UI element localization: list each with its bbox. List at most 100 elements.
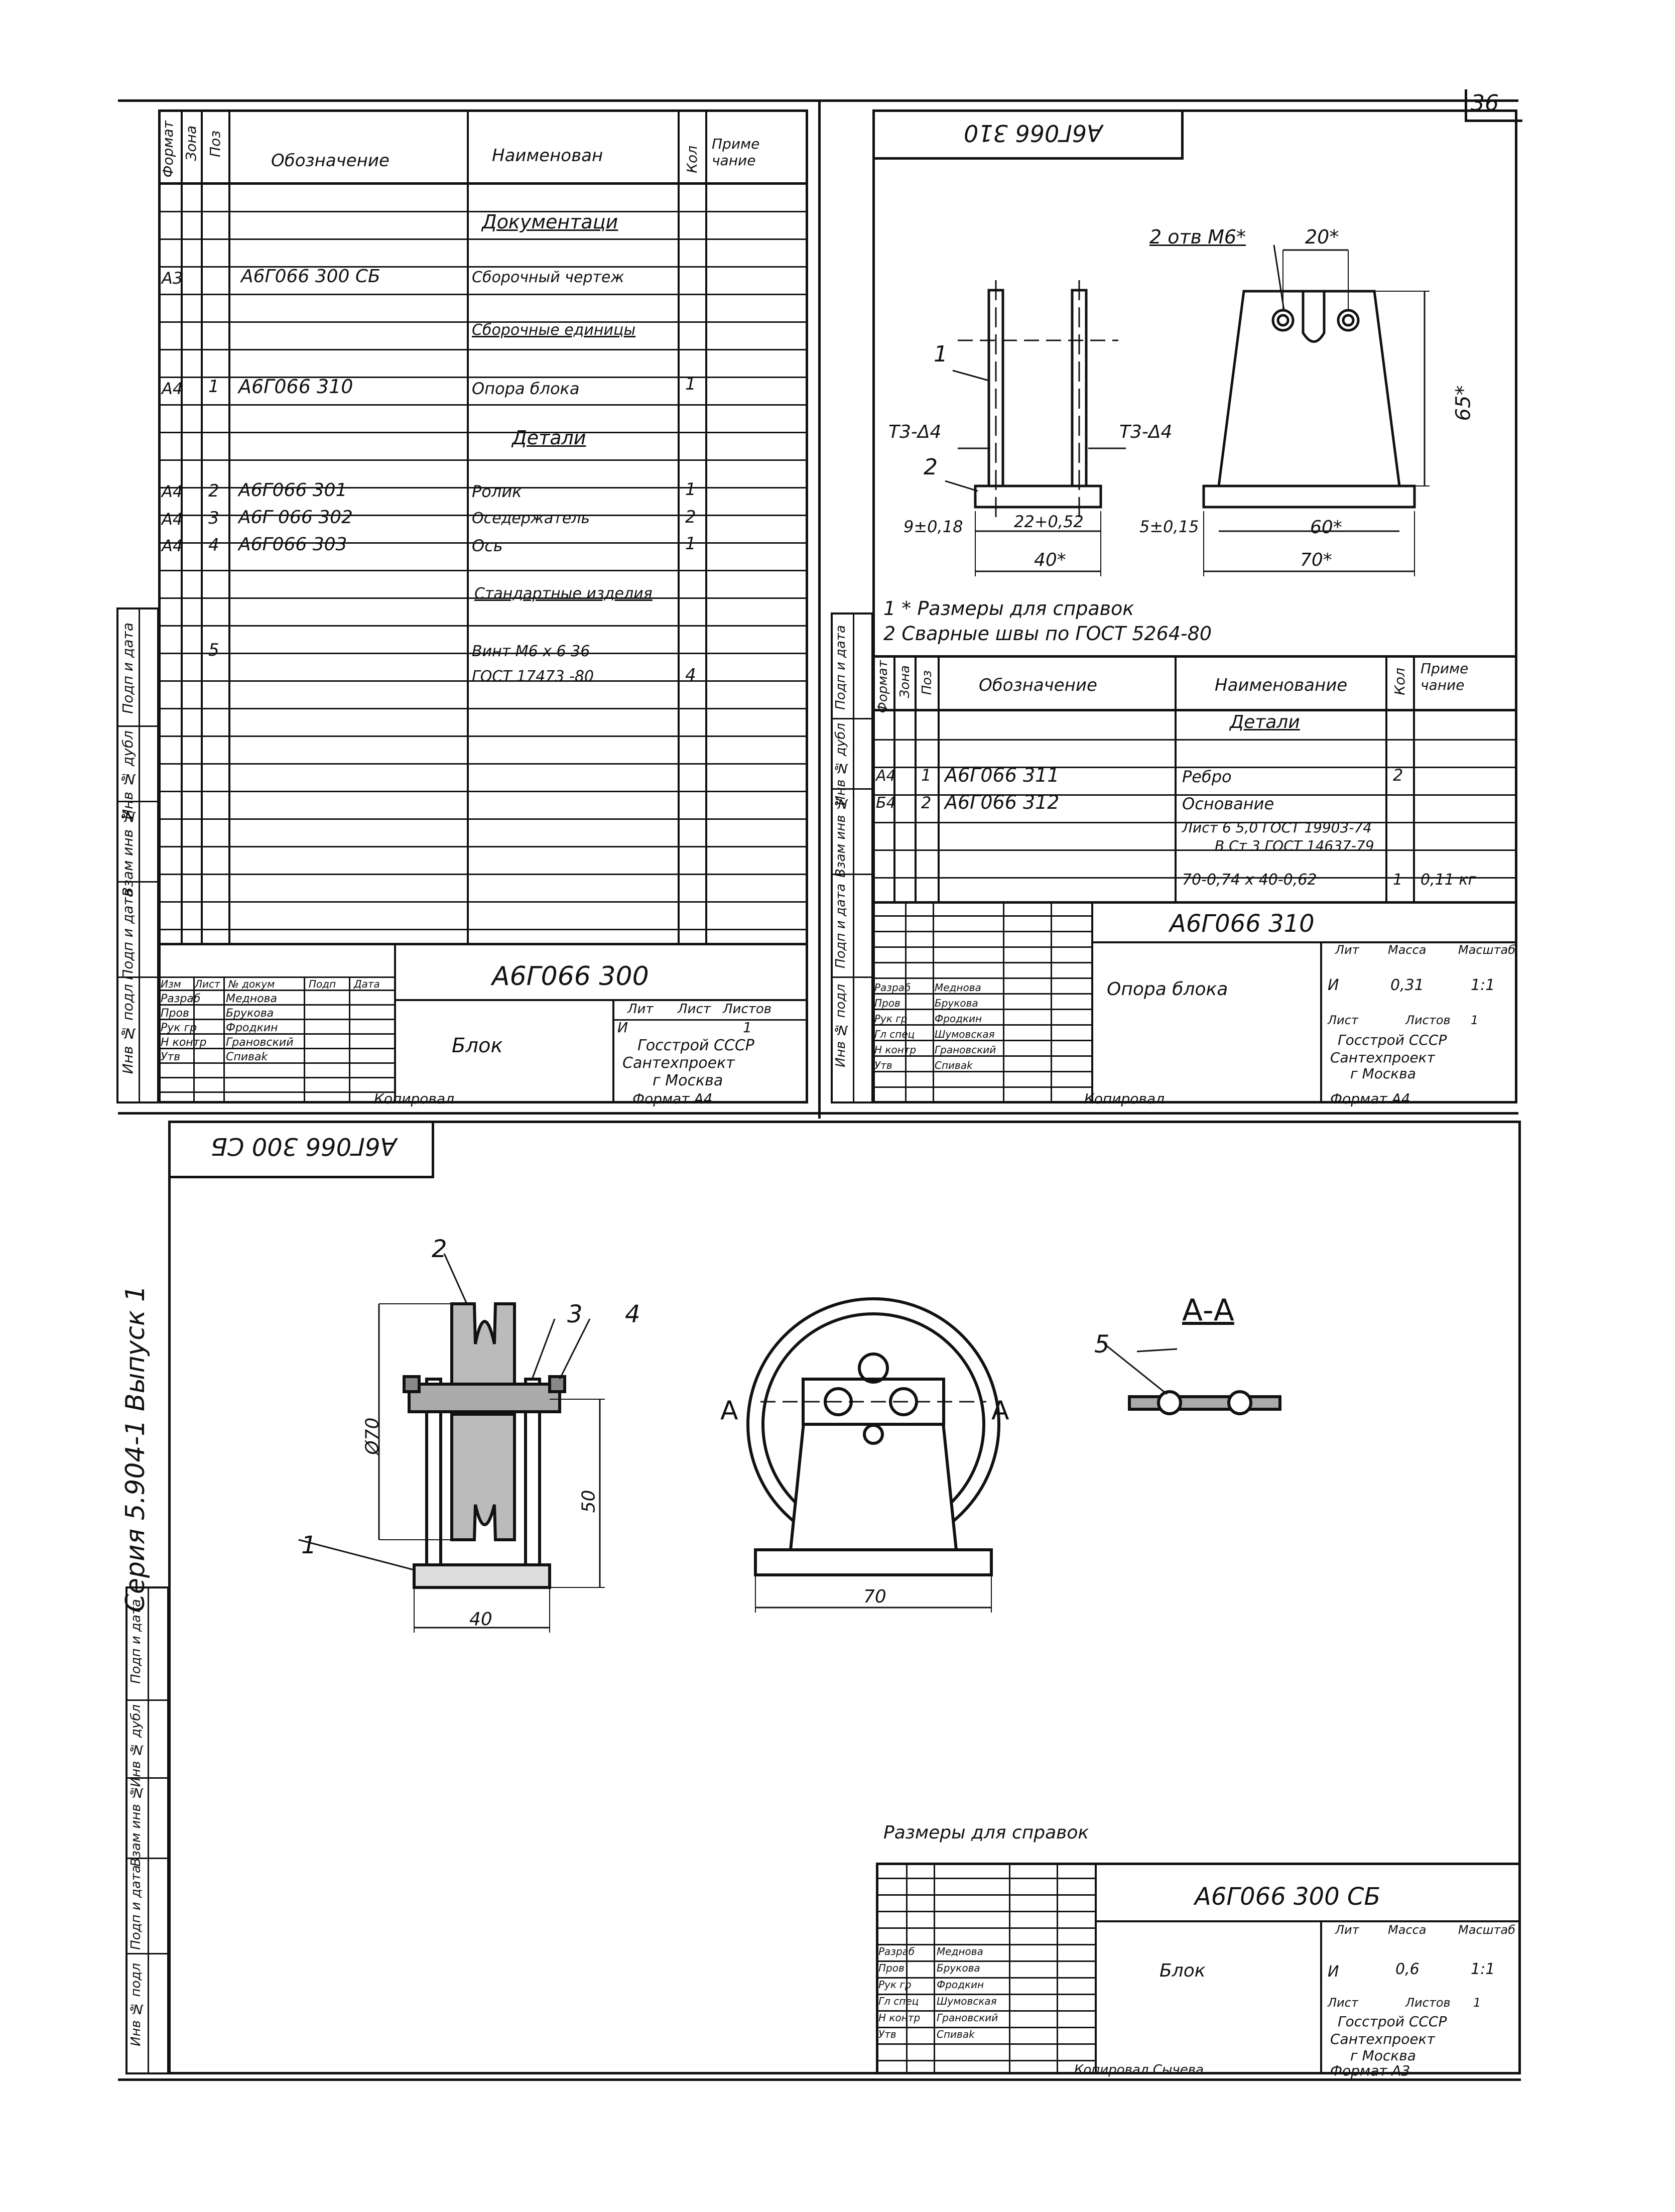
r-tb-sheets-label: Листов [1405,1013,1451,1027]
right-drawing-sheet [872,109,1517,1103]
b-tb-role: Гл спец [878,1995,919,2007]
stamp-label: Подп и дата [128,1865,144,1950]
tb-person: Грановский [226,1036,294,1049]
r-tb-scale-label: Масштаб [1458,943,1516,957]
label-pos-2: 2 [432,1235,447,1263]
label-part-1: 1 [934,341,948,367]
section-details: Детали [512,427,586,449]
stamp-div [831,874,873,875]
stamp-label: Инв № подл [833,984,848,1067]
b-tb-person: Спиваk [937,2028,975,2040]
tb-role: Утв [161,1051,181,1063]
stamp-div [116,725,159,727]
dim-w2: 60* [1310,517,1342,538]
r-tb-sheet-label: Лист [1328,1013,1358,1027]
b-tb-small-grid [876,1863,1097,2074]
row-qty: 2 [685,507,696,527]
dim-width-40: 40 [469,1609,492,1630]
dim-d2: 22+0,52 [1014,512,1084,531]
r-material-3: 70-0,74 х 40-0,62 [1182,871,1317,889]
col-line [1175,655,1177,901]
row-fmt: А4 [162,379,183,398]
tb-role: Рук гр [161,1022,197,1034]
right-stamp-code: А6Г066 310 [964,119,1103,147]
r-tb-scale: 1:1 [1471,976,1495,994]
stamp-div [125,1777,169,1779]
bottom-stamp-code: А6Г066 300 СБ [211,1132,397,1160]
r-mat-qty: 1 [1393,871,1403,889]
b-tb-role: Рук гр [878,1979,912,1991]
right-stamp-box [872,109,1184,160]
r-tb-role: Рук гр [874,1013,908,1025]
stamp-label: Подп и дата [119,623,136,714]
r-tb-lit-label: Лит [1335,943,1359,957]
tb-org2: Сантехпроект [622,1054,735,1072]
horizontal-divider [118,1112,1518,1115]
r-tb-format: Формат А4 [1330,1090,1410,1107]
row-name: Ось [472,536,503,555]
r-tb-person: Меднова [935,981,981,994]
r-row-des: А6Г066 311 [945,764,1060,786]
right-spec-table [872,655,1517,901]
row-fmt: А4 [162,482,183,501]
series-label: Серия 5.904-1 Выпуск 1 [120,1285,151,1613]
r-row-qty: 2 [1393,766,1403,785]
r-row-name: Основание [1182,794,1274,813]
bottom-rule [118,2078,1521,2081]
mid-divider [818,99,821,1119]
row-pos: 2 [208,481,219,501]
dim-holes: 2 отв М6* [1149,226,1246,248]
r-row-name: Ребро [1182,767,1232,786]
stamp-div [125,1858,169,1859]
row-fmt: А4 [162,510,183,529]
r-row-fmt: Б4 [876,794,896,812]
r-tb-small-grid [872,901,1093,1103]
tb-hdr: Дата [354,978,380,990]
stamp-div [831,976,873,978]
dim-d3: 5±0,15 [1139,517,1199,536]
r-material-1: Лист 6 5,0 ГОСТ 19903-74 [1182,819,1372,836]
col-line [1413,655,1415,901]
row-des: А6Г066 310 [238,376,353,398]
hdr-format: Формат [160,120,176,178]
r-tb-org2: Сантехпроект [1330,1049,1435,1066]
tb-sheet-label: Лист [678,1002,711,1017]
label-pos-3: 3 [567,1300,583,1328]
r-tb-copied: Копировал [1084,1090,1165,1107]
b-tb-org3: г Москва [1350,2047,1416,2064]
row-qty: 1 [685,479,696,500]
section-title: А-А [1182,1293,1234,1328]
r-hdr-name: Наименование [1215,675,1348,695]
col-line [915,655,917,901]
r-section-details: Детали [1230,712,1300,732]
dim-diameter: Ø70 [362,1417,383,1455]
b-tb-role: Утв [878,2028,896,2040]
dim-height-50: 50 [578,1490,599,1513]
r-hdr-qty: Кол [1391,668,1408,695]
b-tb-scale: 1:1 [1471,1960,1495,1978]
r-tb-hline [1093,941,1517,943]
stamp-label: Подп и дата [128,1599,144,1684]
row-pos: 1 [208,377,219,397]
b-tb-role: Пров [878,1962,905,1974]
stamp-div [125,1953,169,1954]
stamp-div [831,788,873,790]
stamp-div [125,1699,169,1701]
b-tb-person: Бруковa [937,1962,980,1974]
section-mark-a-left: А [720,1396,738,1426]
stamp-label: Взам инв № [833,796,848,878]
row-name: Ролик [472,482,522,501]
row-name: Винт М6 х 6 36 [472,643,590,660]
stamp-label: Инв № дубл [833,723,848,806]
row-des: А6Г066 303 [238,534,347,555]
row-qty: 1 [685,534,696,554]
b-tb-role: Разраб [878,1945,915,1957]
row-name: Оседержатель [472,510,590,527]
stamp-label: Взам инв № [128,1785,144,1867]
stamp-div [831,718,873,719]
left-spec-header [158,109,808,185]
hdr-name: Наименован [492,146,603,166]
bottom-note: Размеры для справок [883,1822,1089,1843]
right-title-block [872,901,1517,1103]
hdr-zone: Зона [183,126,199,161]
